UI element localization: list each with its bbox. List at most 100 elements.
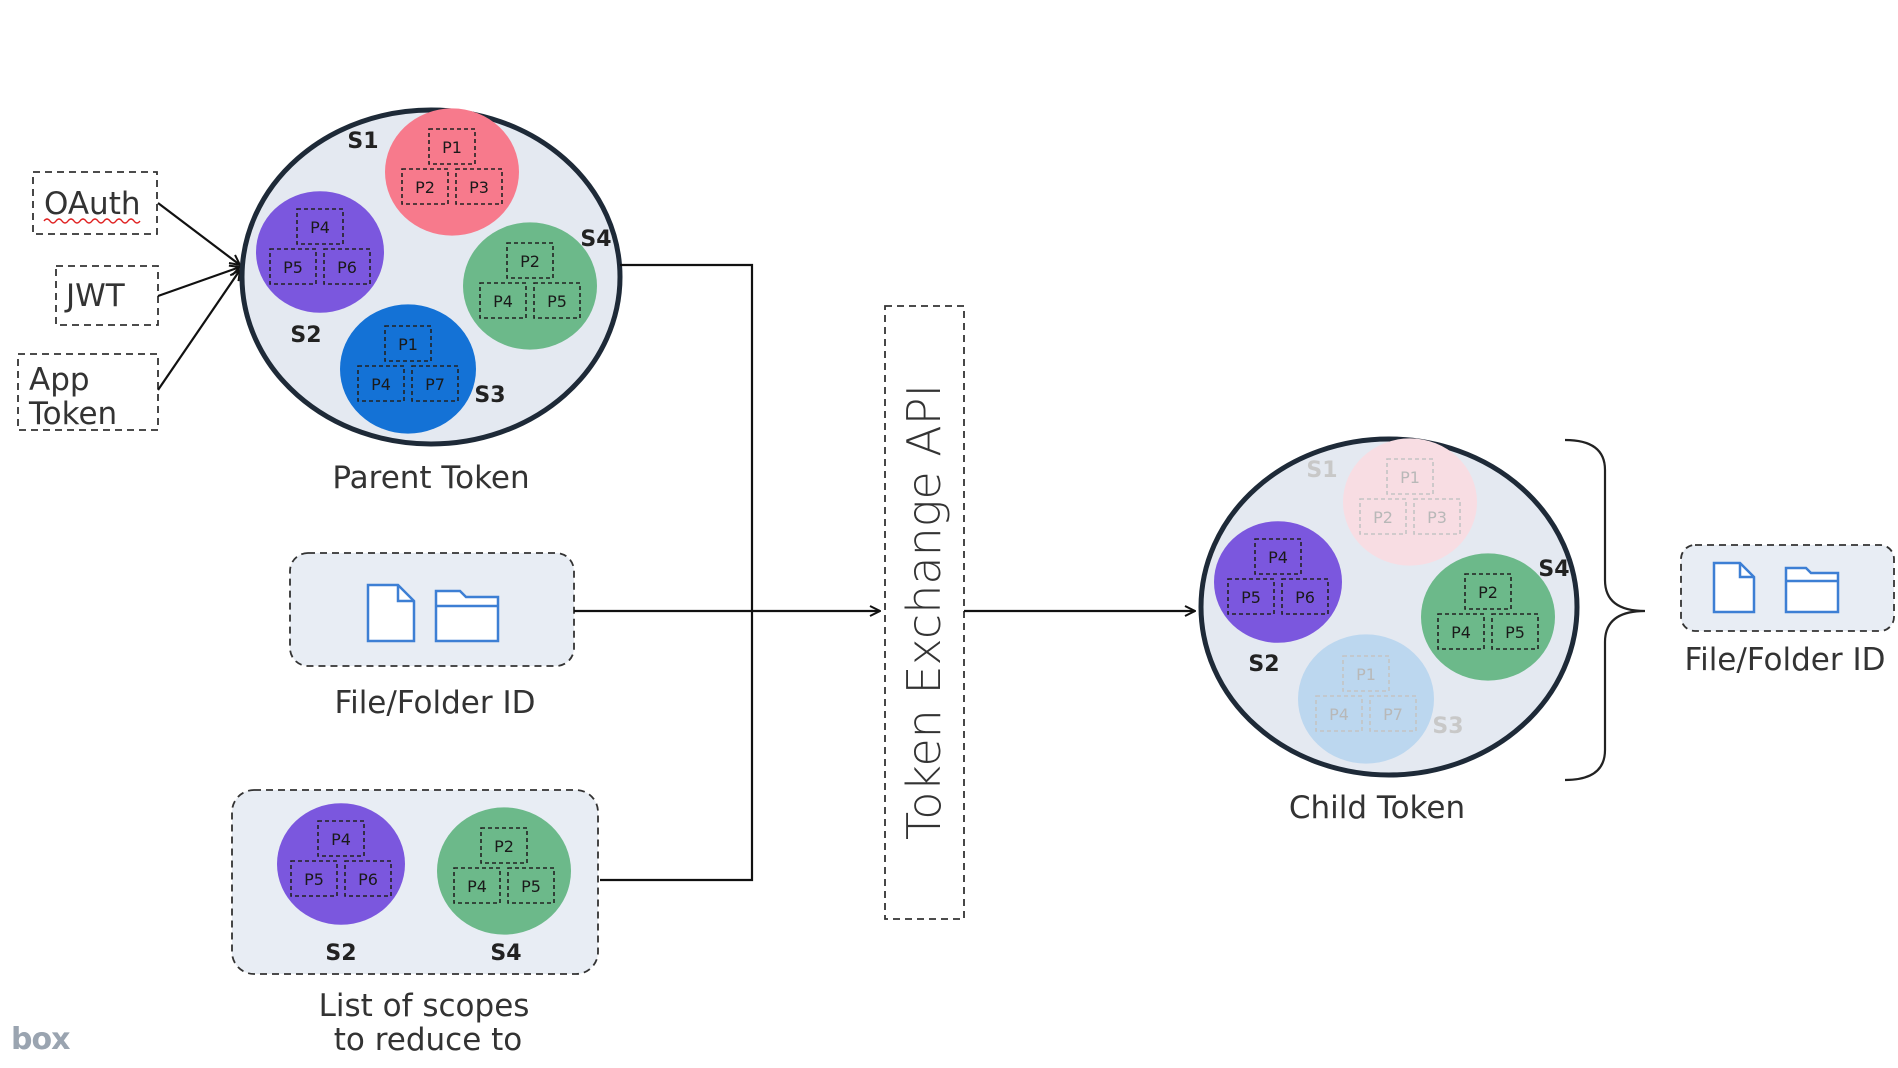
file-folder-label: File/Folder ID [335,685,536,721]
app-token-label-2: Token [28,396,117,432]
permission-label: P5 [304,870,324,889]
permission-box [479,282,527,319]
permission-box [323,248,371,285]
permission-label: P4 [1451,623,1471,642]
spellcheck-underline [43,218,141,224]
app-token-input: App Token [17,353,159,432]
permission-box [269,248,317,285]
permission-box [480,827,528,864]
permission-box [1491,613,1539,650]
scope-label: S2 [325,941,356,966]
permission-label: P1 [1356,665,1376,684]
permission-label: P6 [337,258,357,277]
permission-label: P7 [1383,705,1403,724]
scope-circle [256,191,384,313]
app-token-box [17,353,159,431]
scope-circle [340,304,476,434]
scope-circle [1343,438,1477,566]
scope-circle [277,803,405,925]
permission-label: P4 [1329,705,1349,724]
child-file-folder-label: File/Folder ID [1685,642,1886,678]
permission-label: P2 [1373,508,1393,527]
scope-circle [463,222,597,350]
permission-box [506,242,554,279]
child-file-folder-panel: File/Folder ID [1680,544,1895,678]
scope-label: S3 [474,383,505,408]
app-token-arrow [157,270,240,391]
permission-box [317,820,365,857]
permission-box [1254,538,1302,575]
permission-label: P2 [1478,583,1498,602]
permission-box [401,168,449,205]
jwt-label: JWT [64,278,126,314]
permission-box [1464,573,1512,610]
jwt-arrow [157,267,240,298]
permission-label: P6 [1295,588,1315,607]
permission-label: P5 [521,877,541,896]
file-folder-box [289,552,575,667]
permission-box [411,365,459,402]
permission-label: P4 [331,830,351,849]
permission-label: P4 [310,218,330,237]
jwt-box [55,265,159,326]
scope-label: S4 [580,227,611,252]
oauth-label: OAuth [44,186,141,222]
permission-label: P3 [469,178,489,197]
child-token-circle [1198,436,1580,778]
permission-label: P2 [494,837,514,856]
permission-label: P5 [283,258,303,277]
child-folder-icon [1784,566,1840,614]
permission-label: P4 [371,375,391,394]
api-box [884,305,965,920]
scope-label: S3 [1432,714,1463,739]
permission-box [1359,498,1407,535]
permission-box [1315,695,1363,732]
child-token-label: Child Token [1289,790,1465,826]
file-folder-panel: File/Folder ID [289,552,575,721]
permission-box [1281,578,1329,615]
permission-label: P2 [520,252,540,271]
app-token-label-1: App [29,362,90,398]
permission-label: P4 [1268,548,1288,567]
scope-label: S2 [290,323,321,348]
parent-token-label: Parent Token [332,460,529,496]
scope-circle [437,807,571,935]
permission-box [290,860,338,897]
scope-circle [1214,521,1342,643]
permission-label: P4 [493,292,513,311]
permission-box [428,128,476,165]
permission-box [1227,578,1275,615]
permission-box [1413,498,1461,535]
permission-box [455,168,503,205]
oauth-box [32,171,158,235]
curly-brace [1564,438,1646,782]
permission-label: P5 [547,292,567,311]
permission-label: P6 [358,870,378,889]
permission-box [357,365,405,402]
permission-label: P5 [1241,588,1261,607]
permission-box [1369,695,1417,732]
permission-label: P2 [415,178,435,197]
permission-box [533,282,581,319]
scope-circle [385,108,519,236]
permission-box [1386,458,1434,495]
merge-connector [600,263,754,882]
file-icon [366,583,416,643]
oauth-arrow [157,202,240,265]
token-exchange-api: Token Exchange API [884,305,965,920]
scope-list-label-1: List of scopes [319,988,530,1024]
permission-box [296,208,344,245]
